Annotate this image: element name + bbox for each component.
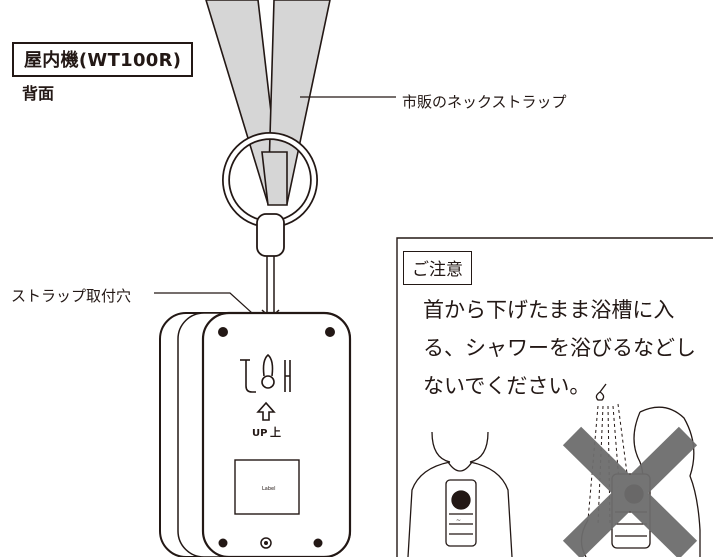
caution-line-2: る、シャワーを浴びるなどし: [423, 336, 696, 360]
strap-hole-label: ストラップ取付穴: [11, 287, 132, 305]
caution-line-3: ないでください。: [423, 374, 591, 398]
up-kanji: 上: [270, 425, 281, 439]
svg-text:~: ~: [456, 517, 461, 524]
caution-frame: [396, 237, 713, 557]
caution-heading: ご注意: [403, 251, 472, 285]
view-subtitle: 背面: [22, 84, 55, 103]
prohibited-cross-icon: [562, 426, 698, 557]
person-wearing-device-illustration: ~: [407, 431, 513, 557]
product-label-text: Label: [262, 486, 276, 492]
strap-end: [261, 151, 288, 206]
up-arrow-icon: [256, 401, 276, 421]
screw-top-right: [325, 327, 335, 337]
wall-mount-keyhole-icon: [240, 353, 291, 393]
up-text: UP: [252, 428, 267, 439]
model-title: 屋内機(WT100R): [12, 42, 194, 77]
strap-clip: [256, 213, 285, 257]
screw-top-left: [218, 327, 228, 337]
screw-bottom-right: [313, 538, 323, 548]
bottom-center-screw: [260, 537, 272, 549]
neck-strap-label: 市販のネックストラップ: [402, 93, 567, 111]
caution-line-1: 首から下げたまま浴槽に入: [423, 298, 675, 322]
product-label-box: [234, 459, 300, 515]
screw-bottom-left: [218, 538, 228, 548]
caution-message: 首から下げたまま浴槽に入 る、シャワーを浴びるなどし ないでください。: [423, 291, 709, 405]
